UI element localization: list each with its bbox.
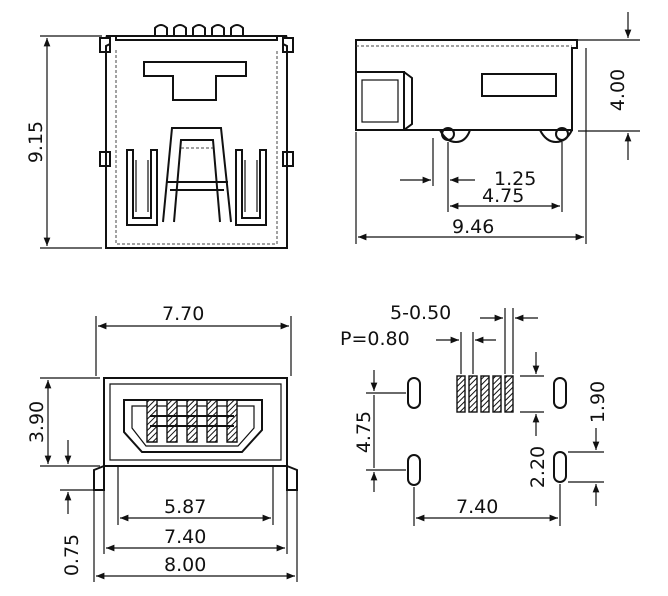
receptacle-mid-width-dim: 7.40 <box>164 526 206 548</box>
side-length-dim: 9.46 <box>452 216 494 238</box>
side-height-dim: 4.00 <box>607 69 629 111</box>
receptacle-overall-width-dim: 8.00 <box>164 554 206 576</box>
side-pin-spacing-dim: 4.75 <box>482 185 524 207</box>
footprint-vertical-span-dim: 4.75 <box>353 411 375 453</box>
footprint-slot-height-dim: 2.20 <box>527 446 549 488</box>
footprint-pitch-dim: P=0.80 <box>340 328 410 350</box>
receptacle-standoff-dim: 0.75 <box>61 534 83 576</box>
footprint-pad-height-dim: 1.90 <box>587 381 609 423</box>
side-view: 4.00 1.25 4.75 9.46 <box>355 12 640 244</box>
receptacle-top-width-dim: 7.70 <box>162 303 204 325</box>
side-pin-offset-dim: 1.25 <box>494 168 536 190</box>
receptacle-height-dim: 3.90 <box>26 401 48 443</box>
footprint-view: 5-0.50 P=0.80 4.75 1.90 2.20 7.40 <box>340 302 609 526</box>
receptacle-view: 7.70 3.90 0.75 5.87 7.40 8.00 <box>26 303 298 582</box>
footprint-pad-width-dim: 5-0.50 <box>390 302 451 324</box>
receptacle-inner-width-dim: 5.87 <box>164 496 206 518</box>
footprint-horizontal-span-dim: 7.40 <box>456 496 498 518</box>
front-height-dim: 9.15 <box>25 121 47 163</box>
front-view: 9.15 <box>25 24 294 249</box>
